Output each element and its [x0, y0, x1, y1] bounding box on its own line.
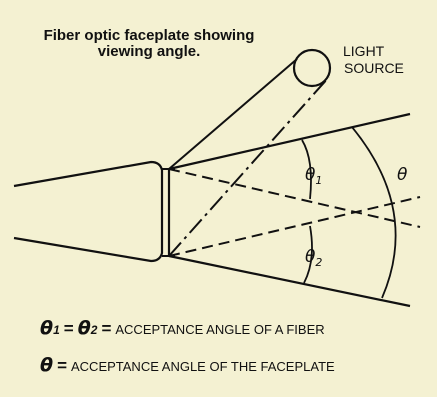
- legend-fiber-text: ACCEPTANCE ANGLE OF A FIBER: [115, 322, 325, 337]
- theta2-label: θ2: [305, 247, 322, 269]
- figure-title: Fiber optic faceplate showing viewing an…: [43, 27, 255, 60]
- theta2-arc: [303, 225, 313, 284]
- fiber-taper-outline: [13, 160, 164, 263]
- theta1-label: θ1: [305, 165, 322, 187]
- legend-equals-2: =: [101, 319, 112, 338]
- dashed-axis-lower: [168, 196, 421, 257]
- cone-upper-line: [168, 112, 411, 171]
- light-source-label-line: SOURCE: [344, 60, 404, 76]
- dashed-axis-upper: [168, 168, 421, 228]
- theta-label: θ: [397, 165, 408, 185]
- theta1-arc: [301, 139, 312, 200]
- legend-equals: =: [63, 319, 74, 338]
- cone-lower-line: [168, 254, 411, 308]
- source-tangent-solid: [168, 58, 298, 170]
- source-tangent-dashdot: [168, 76, 330, 257]
- legend-equals-3: =: [57, 356, 67, 375]
- legend-theta1: θ: [40, 317, 54, 339]
- legend-theta2: θ: [77, 317, 91, 339]
- legend-faceplate-acceptance: θ = ACCEPTANCE ANGLE OF THE FACEPLATE: [40, 354, 335, 376]
- theta-arc: [351, 126, 397, 299]
- light-source-circle: [292, 48, 332, 88]
- legend-theta: θ: [40, 354, 54, 376]
- legend-faceplate-text: ACCEPTANCE ANGLE OF THE FACEPLATE: [71, 359, 335, 374]
- light-source-label-line: LIGHT: [343, 43, 385, 59]
